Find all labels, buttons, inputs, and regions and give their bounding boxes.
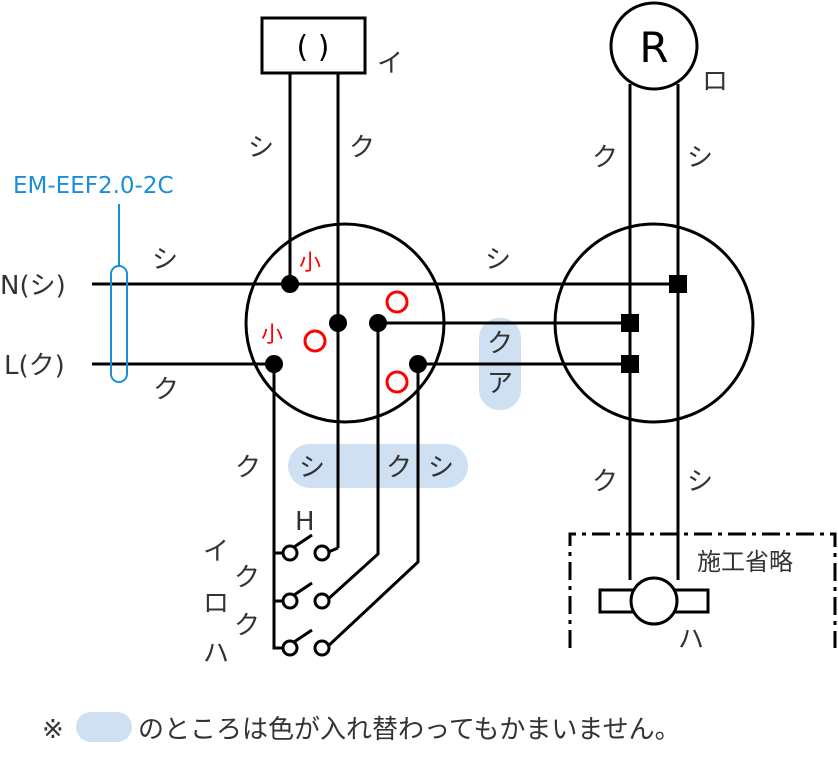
junction-dot xyxy=(409,355,427,373)
switch-contact xyxy=(281,639,299,657)
switch-lever-i xyxy=(293,533,313,549)
lamp-ro-label: ロ xyxy=(702,67,728,97)
switch-row-label-i: イ xyxy=(203,537,229,567)
wire-label: シ xyxy=(152,245,178,275)
wire-label: シ xyxy=(687,143,713,173)
outlet-label: ハ xyxy=(678,625,704,655)
wire-label: シ xyxy=(687,467,713,497)
sleeve-ring xyxy=(385,370,409,394)
switch-contact xyxy=(313,544,331,562)
supply-l-label: L(ク) xyxy=(4,351,65,381)
switch-ku-label-2: ク xyxy=(234,611,260,641)
outlet-circle xyxy=(629,576,679,626)
wire-label: シ xyxy=(485,245,511,275)
junction-dot xyxy=(281,275,299,293)
wire-switch-ha xyxy=(324,364,420,650)
junction-dots xyxy=(265,275,427,373)
switch-ku-label-1: ク xyxy=(234,563,260,593)
wire-label: ク xyxy=(487,329,513,359)
wire-label: ク xyxy=(592,467,618,497)
note-prefix: ※ xyxy=(42,715,64,745)
junction-dot xyxy=(329,314,347,332)
wire-label: ア xyxy=(487,369,513,399)
wire-label: ク xyxy=(349,133,375,163)
lamp-ro-circle xyxy=(609,1,699,91)
switch-row-label-ha: ハ xyxy=(203,639,229,669)
junction-dot xyxy=(369,314,387,332)
switch-lever-ro xyxy=(293,581,313,597)
wire-label: ク xyxy=(386,453,412,483)
switch-contact xyxy=(313,639,331,657)
switch-levers xyxy=(293,533,313,644)
sleeve-ring xyxy=(303,329,327,353)
switch-row-label-ro: ロ xyxy=(203,589,229,619)
sleeve-label-top: 小 xyxy=(299,251,321,276)
lamp-i-box xyxy=(260,16,367,75)
cable-bracket xyxy=(110,265,128,383)
switch-contacts xyxy=(281,544,331,657)
connector-square xyxy=(621,355,639,373)
connector-square xyxy=(621,314,639,332)
wire-label: ク xyxy=(153,375,179,405)
sleeve-label-left: 小 xyxy=(261,323,283,348)
switch-label: H xyxy=(295,507,315,537)
wire-label: シ xyxy=(299,453,325,483)
wires xyxy=(92,73,680,650)
switch-lever-ha xyxy=(293,628,313,644)
wire-label: ク xyxy=(235,453,261,483)
lamp-i-label: イ xyxy=(377,49,403,79)
connector-square xyxy=(669,275,687,293)
supply-n-label: N(シ) xyxy=(0,271,66,301)
sleeve-ring xyxy=(385,290,409,314)
lamp-ro-symbol: R xyxy=(639,23,668,72)
wire-label: ク xyxy=(592,143,618,173)
wire-switch-ro xyxy=(324,323,380,603)
wire-label: シ xyxy=(428,453,454,483)
note-swatch xyxy=(76,712,132,742)
switch-contact xyxy=(281,544,299,562)
lamp-i-symbol: ( ) xyxy=(297,30,330,65)
sleeve-rings xyxy=(303,290,409,394)
wire-label: シ xyxy=(248,133,274,163)
connector-squares xyxy=(621,275,687,373)
switch-contact xyxy=(313,592,331,610)
cable-label: EM-EEF2.0-2C xyxy=(13,173,174,199)
switch-contact xyxy=(281,592,299,610)
note-text: のところは色が入れ替わってもかまいません。 xyxy=(138,715,681,745)
junction-dot xyxy=(265,355,283,373)
omitted-area-border xyxy=(568,532,837,648)
omitted-label: 施工省略 xyxy=(697,548,793,576)
